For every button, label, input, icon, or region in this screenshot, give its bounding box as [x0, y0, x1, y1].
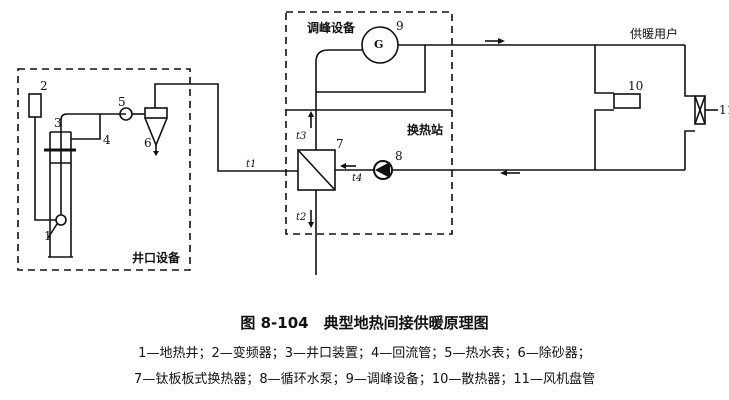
vfd — [28, 93, 42, 118]
label-4: 4 — [103, 133, 111, 147]
label-8: 8 — [395, 149, 403, 163]
desander — [144, 107, 168, 156]
label-11: 11 — [719, 103, 729, 117]
label-7: 7 — [336, 137, 344, 151]
station-label: 换热站 — [407, 123, 444, 137]
radiator-supply — [594, 45, 614, 94]
peaking-station-box — [285, 11, 453, 235]
temp-t2: t2 — [296, 212, 307, 223]
legend-line-2: 7—钛板板式换热器；8—循环水泵；9—调峰设备；10—散热器；11—风机盘管 — [134, 372, 595, 387]
radiator-return — [594, 109, 614, 170]
figure-title: 图 8-104 典型地热间接供暖原理图 — [240, 314, 489, 332]
fancoil-supply — [684, 45, 695, 97]
wellhead-label: 井口设备 — [132, 251, 181, 265]
peaking-pipe — [315, 49, 362, 150]
radiator — [613, 93, 641, 109]
label-10: 10 — [628, 79, 644, 93]
return-pipe — [71, 114, 101, 140]
geothermal-well — [44, 120, 76, 258]
label-9: 9 — [396, 19, 404, 33]
circulation-pump — [373, 160, 393, 180]
users-label: 供暖用户 — [630, 27, 679, 41]
temp-t4: t4 — [352, 173, 363, 184]
well-pump — [55, 214, 67, 226]
fan-coil — [694, 95, 706, 125]
bypass-pipe — [316, 45, 426, 93]
geothermal-supply-pipe — [154, 83, 298, 172]
label-3: 3 — [54, 116, 62, 130]
production-pipe — [60, 113, 126, 121]
label-6: 6 — [144, 136, 152, 150]
peaking-label: 调峰设备 — [307, 21, 356, 35]
temp-t3: t3 — [296, 131, 307, 142]
wellhead-box — [17, 68, 191, 271]
label-5: 5 — [118, 95, 126, 109]
vfd-cable — [34, 117, 56, 221]
generator-symbol: G — [374, 38, 384, 51]
label-2: 2 — [40, 79, 48, 93]
label-1: 1 — [44, 229, 52, 243]
temp-t1: t1 — [246, 159, 257, 170]
legend-line-1: 1—地热井；2—变频器；3—井口装置；4—回流管；5—热水表；6—除砂器； — [138, 346, 591, 361]
fancoil-return — [684, 130, 695, 170]
